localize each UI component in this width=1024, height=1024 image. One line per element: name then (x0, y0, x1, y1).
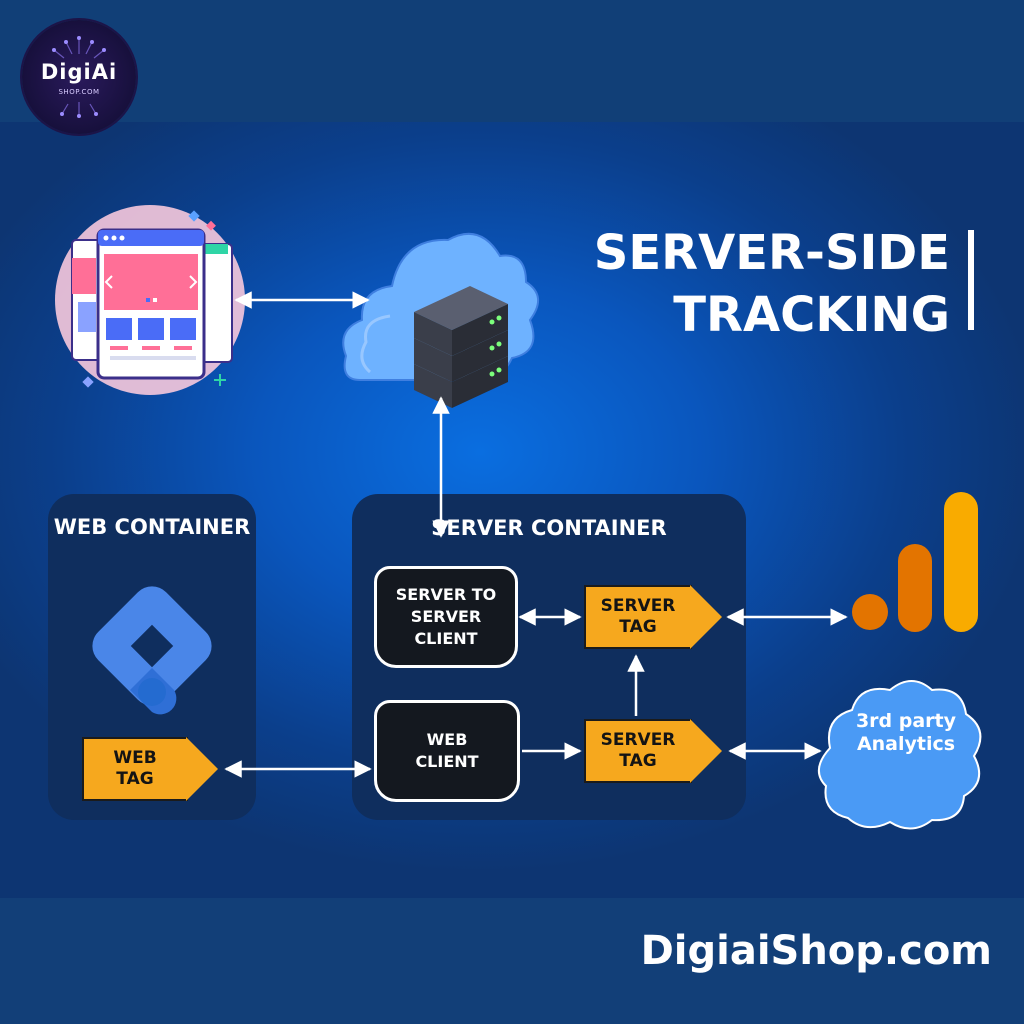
web-client[interactable]: WEB CLIENT (374, 700, 520, 802)
logo-name: DigiAi (40, 60, 118, 84)
server-tag-bottom-label: SERVER TAG (600, 730, 676, 771)
google-tag-manager-icon (92, 586, 212, 715)
logo-subtext: SHOP.COM (58, 88, 100, 96)
server-tag-bottom-point (690, 719, 722, 783)
title-divider (968, 230, 974, 330)
server-container-title: SERVER CONTAINER (431, 516, 667, 540)
web-tag-label: WEB TAG (113, 748, 157, 789)
cloud-server-icon (342, 232, 539, 408)
server-tag-top-point (690, 585, 722, 649)
title-line-1: SERVER-SIDE (593, 225, 950, 281)
server-to-server-client[interactable]: SERVER TO SERVER CLIENT (374, 566, 518, 668)
website-mockup-icon (55, 205, 245, 395)
title-line-2: TRACKING (673, 287, 950, 343)
cloud-icon (818, 680, 982, 830)
footer-band (0, 898, 1024, 1024)
web-container-title: WEB CONTAINER (53, 515, 251, 539)
third-party-analytics-label: 3rd party Analytics (855, 710, 957, 755)
google-analytics-icon (852, 492, 978, 632)
s2s-client-label: SERVER TO SERVER CLIENT (395, 585, 497, 648)
web-client-label: WEB CLIENT (415, 730, 479, 771)
header-band (0, 0, 1024, 122)
server-tag-top[interactable]: SERVER TAG (584, 585, 692, 649)
web-tag[interactable]: WEB TAG (82, 737, 188, 801)
server-tag-top-label: SERVER TAG (600, 596, 676, 637)
logo-circuit-icon (52, 36, 106, 118)
web-tag-point (186, 737, 218, 801)
brand-logo[interactable]: DigiAi SHOP.COM (22, 20, 136, 134)
footer-brand[interactable]: DigiaiShop.com (640, 928, 992, 974)
page-title: SERVER-SIDE TRACKING (560, 222, 950, 346)
server-tag-bottom[interactable]: SERVER TAG (584, 719, 692, 783)
